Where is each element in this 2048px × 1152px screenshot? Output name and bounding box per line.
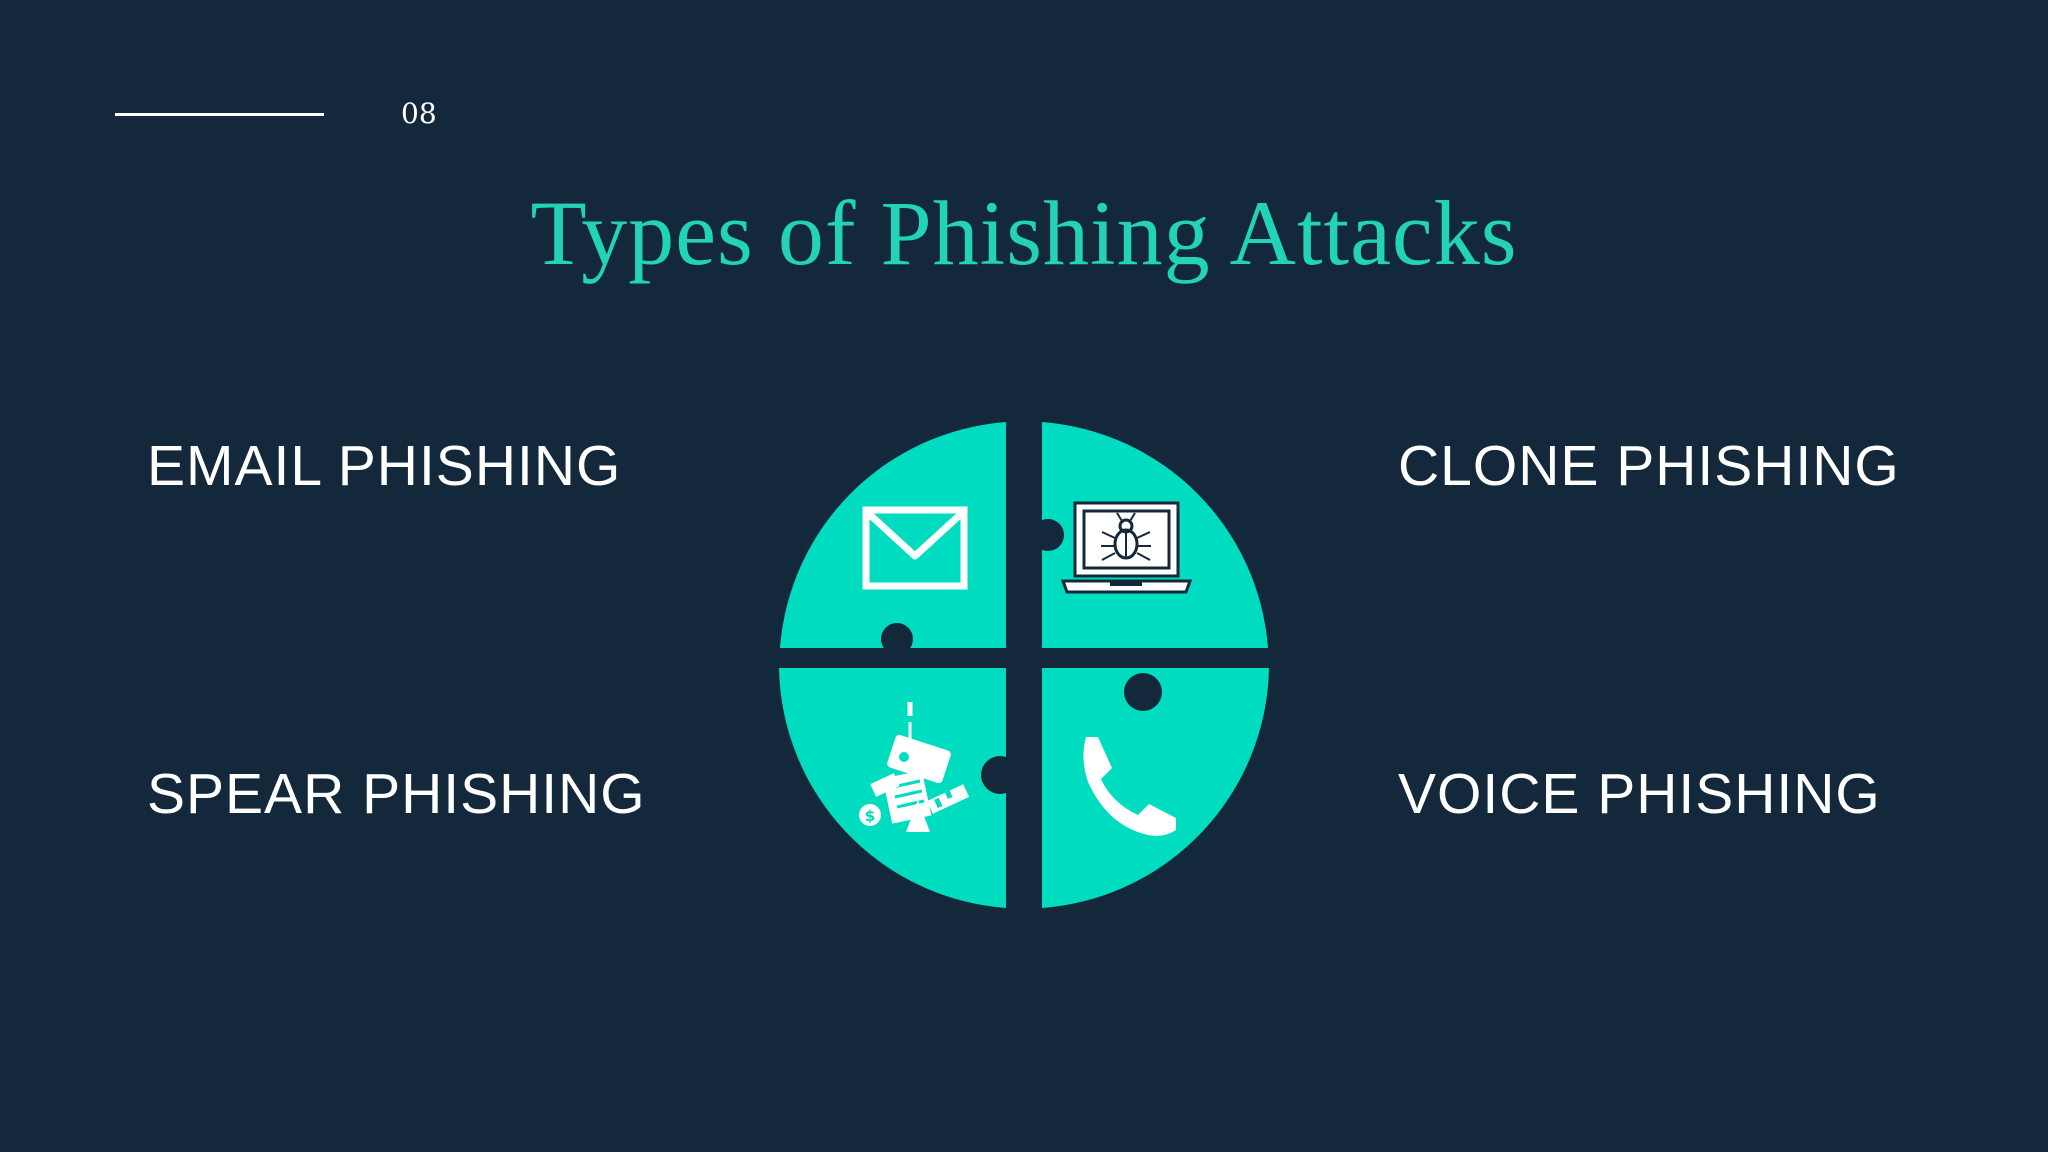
puzzle-notch — [981, 756, 1019, 794]
puzzle-notch — [1032, 519, 1064, 551]
phishing-hook-icon: $ — [859, 702, 970, 832]
slide-title: Types of Phishing Attacks — [530, 182, 1518, 284]
phone-icon — [1083, 737, 1176, 836]
quadrant-voice — [1042, 668, 1269, 908]
decorative-line — [115, 113, 324, 116]
label-spear-phishing: SPEAR PHISHING — [147, 762, 646, 826]
puzzle-notch — [881, 623, 913, 655]
envelope-icon — [862, 506, 968, 590]
svg-text:$: $ — [865, 807, 875, 825]
laptop-bug-icon — [1060, 501, 1193, 594]
label-email-phishing: EMAIL PHISHING — [147, 434, 622, 498]
label-voice-phishing: VOICE PHISHING — [1398, 762, 1881, 826]
puzzle-knob — [1124, 673, 1162, 711]
label-clone-phishing: CLONE PHISHING — [1398, 434, 1900, 498]
page-number: 08 — [401, 97, 437, 130]
